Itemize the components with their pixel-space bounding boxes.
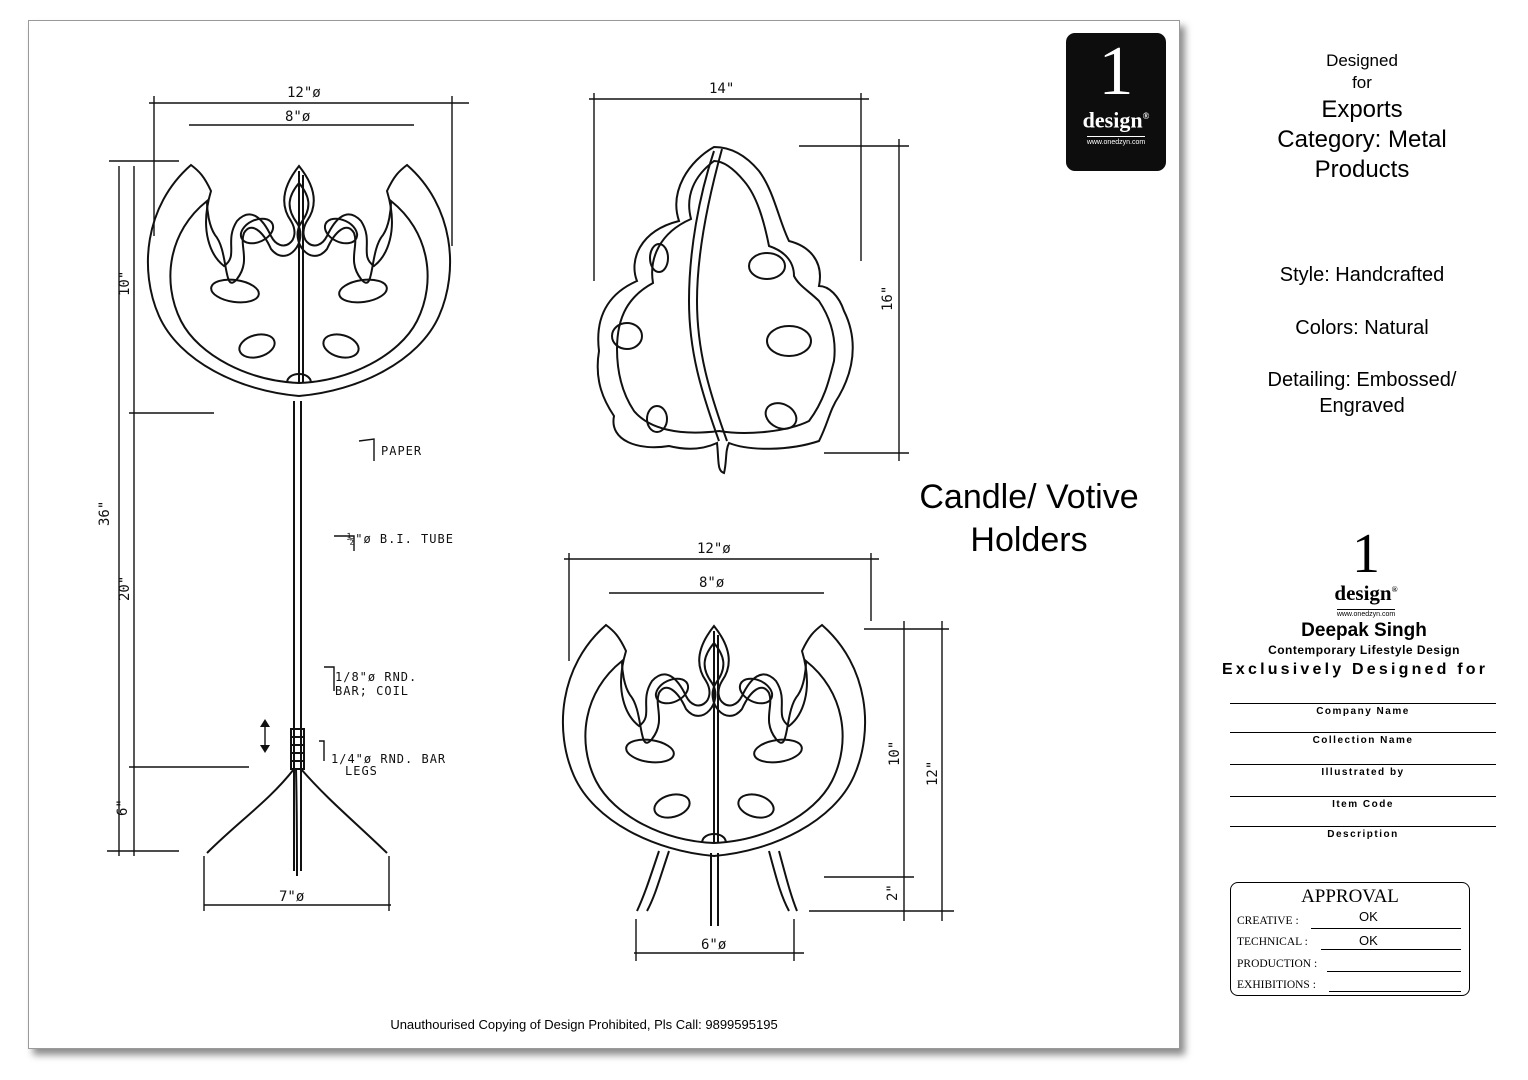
field-collection-name[interactable]: Collection Name <box>1230 732 1496 760</box>
detailing-block: Detailing: Embossed/ Engraved <box>1236 367 1488 419</box>
callout-paper: PAPER <box>381 444 422 458</box>
approval-creative-line[interactable] <box>1311 928 1461 929</box>
approval-creative-label: CREATIVE : <box>1237 915 1299 927</box>
designer-tagline: Contemporary Lifestyle Design <box>1268 643 1460 657</box>
designer-logo-registered-mark: ® <box>1391 585 1398 594</box>
flat-leaf-holder <box>596 145 854 475</box>
field-underline <box>1230 703 1496 704</box>
field-label: Collection Name <box>1312 735 1414 746</box>
approval-creative-value: OK <box>1359 909 1378 924</box>
category-line1: Exports <box>1321 96 1403 123</box>
field-company-name[interactable]: Company Name <box>1230 703 1496 731</box>
field-illustrated-by[interactable]: Illustrated by <box>1230 764 1496 792</box>
designer-logo-word: design <box>1334 581 1392 605</box>
category-block: Exports Category: Metal Products <box>1236 95 1488 185</box>
category-line2: Category: Metal <box>1277 126 1447 153</box>
approval-title: APPROVAL <box>1301 886 1399 907</box>
detailing-line1: Detailing: Embossed/ <box>1267 369 1457 391</box>
field-underline <box>1230 732 1496 733</box>
brand-logo: 1 design® www.onedzyn.com <box>1066 33 1166 171</box>
designed-for: Designed for <box>1236 50 1488 94</box>
dim-standing-inner-width: 8"ø <box>285 109 311 125</box>
field-label: Item Code <box>1332 799 1394 810</box>
table-legs <box>636 850 798 926</box>
logo-number: 1 <box>1098 33 1134 110</box>
dim-table-top-width: 12"ø <box>697 541 731 557</box>
approval-technical-label: TECHNICAL : <box>1237 936 1308 948</box>
field-label: Company Name <box>1316 706 1410 717</box>
designed-line1: Designed <box>1326 51 1398 70</box>
approval-technical-line[interactable] <box>1321 949 1461 950</box>
callout-coil-line1: 1/8"ø RND. <box>335 670 417 684</box>
dim-table-inner-width: 8"ø <box>699 575 725 591</box>
style-text: Style: Handcrafted <box>1279 264 1445 286</box>
callout-coil-line2: BAR; COIL <box>335 684 409 698</box>
drawing-title: Candle/ Votive Holders <box>909 476 1149 562</box>
logo-url: www.onedzyn.com <box>1086 136 1146 146</box>
designer-logo-url: www.onedzyn.com <box>1336 609 1396 618</box>
callout-legs-line1: 1/4"ø RND. BAR <box>331 752 446 766</box>
technical-drawing: 12"ø 8"ø 10" 36" 20" 6" 7"ø PAPER ½"ø B.… <box>97 81 954 961</box>
callout-tube: ½"ø B.I. TUBE <box>347 532 454 546</box>
dim-table-total-height: 12" <box>925 761 941 786</box>
detailing-line2: Engraved <box>1319 395 1405 417</box>
field-item-code[interactable]: Item Code <box>1230 796 1496 824</box>
dim-flat-height: 16" <box>880 286 896 311</box>
field-underline <box>1230 796 1496 797</box>
category-line3: Products <box>1314 156 1410 183</box>
flat-dimension-lines <box>589 93 909 461</box>
dim-table-leaf-height: 10" <box>887 741 903 766</box>
table-leaf-holder <box>561 624 867 857</box>
standing-leaf-holder <box>146 164 452 397</box>
standing-dimension-lines <box>107 96 469 911</box>
title-line2: Holders <box>970 521 1088 559</box>
table-dimension-lines <box>564 553 954 961</box>
dim-standing-total-height: 36" <box>97 501 113 526</box>
logo-registered-mark: ® <box>1142 111 1150 121</box>
field-underline <box>1230 764 1496 765</box>
dim-standing-leg-height: 6" <box>115 799 131 816</box>
approval-exhibitions-label: EXHIBITIONS : <box>1237 979 1316 991</box>
title-line1: Candle/ Votive <box>919 478 1139 516</box>
copyright-footer: Unauthourised Copying of Design Prohibit… <box>390 1017 778 1032</box>
dim-flat-width: 14" <box>709 81 734 97</box>
designer-logo-number: 1 <box>1352 523 1380 585</box>
field-label: Description <box>1327 829 1399 840</box>
approval-production-label: PRODUCTION : <box>1237 958 1318 970</box>
field-description[interactable]: Description <box>1230 826 1496 854</box>
logo-word: design <box>1082 107 1143 133</box>
adjust-arrows-icon <box>260 719 270 753</box>
dim-standing-leaf-height: 10" <box>117 271 133 296</box>
field-label: Illustrated by <box>1321 767 1405 778</box>
approval-box: APPROVAL CREATIVE : OK TECHNICAL : OK PR… <box>1230 882 1470 996</box>
designer-logo: 1 design® www.onedzyn.com <box>1316 523 1416 621</box>
approval-technical-value: OK <box>1359 933 1378 948</box>
standing-stem <box>206 401 388 877</box>
approval-exhibitions-line[interactable] <box>1329 991 1461 992</box>
designed-line2: for <box>1352 73 1372 92</box>
dim-standing-stem-height: 20" <box>117 576 133 601</box>
approval-production-line[interactable] <box>1327 971 1461 972</box>
dim-table-base-width: 6"ø <box>701 937 727 953</box>
drawing-sheet: 12"ø 8"ø 10" 36" 20" 6" 7"ø PAPER ½"ø B.… <box>28 20 1180 1049</box>
callout-legs-line2: LEGS <box>345 764 378 778</box>
dim-table-leg-height: 2" <box>885 884 901 901</box>
colors-text: Colors: Natural <box>1295 317 1429 339</box>
field-underline <box>1230 826 1496 827</box>
dim-standing-top-width: 12"ø <box>287 85 321 101</box>
exclusive-heading: Exclusively Designed for <box>1222 661 1489 678</box>
dim-standing-base-width: 7"ø <box>279 889 305 905</box>
designer-name: Deepak Singh <box>1301 620 1427 641</box>
